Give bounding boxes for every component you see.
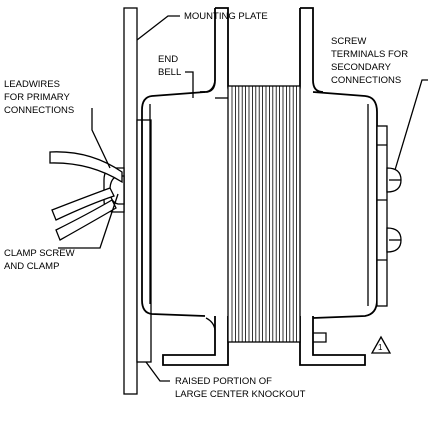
leader-end-bell: [185, 71, 194, 98]
label-end-bell-2: BELL: [158, 67, 181, 78]
leadwire-top: [49, 151, 123, 184]
leader-raised-portion: [145, 361, 170, 382]
end-bell-left: [141, 91, 206, 317]
label-end-bell-1: END: [158, 54, 178, 65]
mounting-plate: [123, 7, 138, 395]
leader-screw-terminals: [394, 79, 428, 171]
label-leadwires-1: LEADWIRES: [4, 79, 60, 90]
label-clamp-1: CLAMP SCREW: [4, 248, 75, 259]
note-triangle: [370, 335, 392, 354]
leader-clamp: [58, 193, 119, 249]
label-raised-1: RAISED PORTION OF: [175, 376, 272, 387]
label-mounting-plate: MOUNTING PLATE: [184, 11, 268, 22]
label-clamp-2: AND CLAMP: [4, 261, 59, 272]
terminal-block-lines: [377, 144, 387, 261]
leader-mounting-plate: [136, 15, 180, 41]
label-screw-1: SCREW: [331, 36, 366, 47]
leader-leadwires: [91, 108, 111, 169]
terminal-block: [376, 125, 388, 307]
leadwire-bottom: [55, 199, 117, 241]
label-screw-4: CONNECTIONS: [331, 75, 401, 86]
label-leadwires-2: FOR PRIMARY: [4, 92, 70, 103]
leadwire-middle: [51, 187, 115, 221]
note-marker: 1: [378, 343, 383, 352]
left-flange-curve: [205, 79, 216, 331]
label-leadwires-3: CONNECTIONS: [4, 105, 74, 116]
label-screw-3: SECONDARY: [331, 62, 392, 73]
right-tab: [313, 332, 327, 343]
coil-windings: [231, 86, 301, 342]
label-screw-2: TERMINALS FOR: [331, 49, 408, 60]
raised-knockout: [136, 119, 152, 363]
label-raised-2: LARGE CENTER KNOCKOUT: [175, 389, 306, 400]
